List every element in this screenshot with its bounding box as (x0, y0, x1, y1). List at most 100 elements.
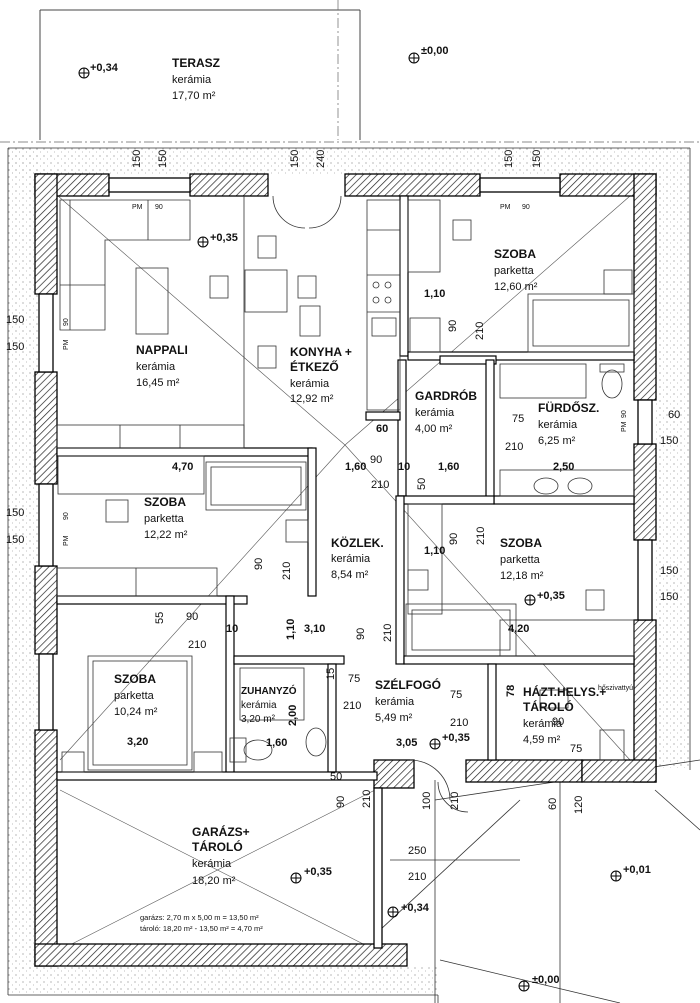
gravel-strip-north (8, 148, 658, 176)
room-name: FÜRDŐSZ. (538, 400, 599, 415)
room-name: GARÁZS+ (192, 824, 250, 839)
room-area: 5,49 m² (375, 712, 413, 724)
outer-walls (34, 173, 657, 967)
room-name: KONYHA + (290, 345, 352, 359)
dim: 150 (6, 341, 24, 353)
dim: 210 (343, 700, 361, 712)
dim: 4,70 (172, 461, 193, 473)
dim: 75 (570, 743, 582, 755)
level-marker: +0,35 (197, 232, 238, 248)
room-szoba-w: SZOBA parketta 12,22 m² (144, 495, 188, 541)
dim: 210 (505, 441, 523, 453)
room-material: kerámia (290, 378, 330, 390)
room-nappali: NAPPALI kerámia 16,45 m² (136, 343, 188, 389)
dim: 150 (660, 435, 678, 447)
dim: 210 (371, 479, 389, 491)
dim: 90 (448, 533, 460, 545)
room-szoba-ne: SZOBA parketta 12,60 m² (494, 247, 538, 293)
room-area: 8,54 m² (331, 569, 369, 581)
room-material: parketta (494, 265, 535, 277)
room-gardrob: GARDRÓB kerámia 4,00 m² (415, 388, 477, 435)
level-markers: +0,34 ±0,00 +0,35 +0,35 +0,35 +0,35 +0,0… (78, 45, 651, 992)
room-area: 12,60 m² (494, 281, 538, 293)
room-name: SZÉLFOGÓ (375, 677, 441, 692)
level-value: +0,34 (401, 902, 430, 914)
dim: 2,50 (553, 461, 574, 473)
room-name: HÁZT.HELYS.+ (523, 684, 606, 699)
room-material: parketta (500, 554, 541, 566)
dim: 50 (416, 478, 428, 490)
dim: 150 (157, 150, 169, 168)
dim: 210 (281, 562, 293, 580)
dim: 90 (253, 558, 265, 570)
room-szoba-sw: SZOBA parketta 10,24 m² (114, 672, 158, 718)
room-area: 18,20 m² (192, 875, 236, 887)
dim: 60 (547, 798, 559, 810)
dim: 75 (450, 689, 462, 701)
level-value: +0,35 (537, 590, 565, 602)
dim: PM (63, 339, 70, 350)
room-material: kerámia (136, 361, 176, 373)
dim: 150 (6, 314, 24, 326)
dim: 90 (522, 204, 530, 211)
room-name: NAPPALI (136, 343, 188, 357)
dim: 150 (531, 150, 543, 168)
level-value: +0,01 (623, 864, 651, 876)
dim: 90 (370, 454, 382, 466)
dim: 60 (376, 423, 388, 435)
room-area: 4,59 m² (523, 734, 561, 746)
room-name: SZOBA (114, 672, 156, 686)
dim: 10 (398, 461, 410, 473)
room-material: kerámia (375, 696, 415, 708)
dim: PM (132, 204, 143, 211)
dim: 4,20 (508, 623, 529, 635)
room-material: kerámia (172, 74, 212, 86)
dim: 150 (6, 507, 24, 519)
heat-pump-label: hőszivattyú (598, 685, 633, 692)
level-marker: +0,35 (290, 866, 332, 884)
dim: PM (621, 421, 628, 432)
room-area: 12,22 m² (144, 529, 188, 541)
level-marker: +0,34 (78, 62, 119, 79)
room-name: SZOBA (494, 247, 536, 261)
room-area: 12,18 m² (500, 570, 544, 582)
dim: 150 (289, 150, 301, 168)
dim: 150 (6, 534, 24, 546)
level-marker: +0,01 (610, 864, 651, 882)
room-terasz: TERASZ kerámia 17,70 m² (172, 56, 220, 102)
level-marker: +0,35 (429, 732, 470, 750)
gravel-strip-east (655, 148, 690, 768)
room-name-2: TÁROLÓ (192, 839, 243, 854)
dim: 90 (621, 410, 628, 418)
room-konyha: KONYHA + ÉTKEZŐ kerámia 12,92 m² (290, 345, 352, 405)
dim: 100 (421, 792, 433, 810)
dim: 210 (408, 871, 426, 883)
dim: 3,10 (304, 623, 325, 635)
dim: 90 (63, 512, 70, 520)
dim: 90 (335, 796, 347, 808)
level-value: +0,35 (210, 232, 238, 244)
room-name: SZOBA (500, 536, 542, 550)
dim: 210 (188, 639, 206, 651)
dim: 1,60 (345, 461, 366, 473)
room-material: kerámia (523, 718, 563, 730)
dim: PM (63, 535, 70, 546)
dimension-labels: 150 150 150 240 150 150 PM 90 PM 90 1,10… (6, 150, 680, 883)
room-material: parketta (144, 513, 185, 525)
dim: 3,05 (396, 737, 417, 749)
dim: 90 (155, 204, 163, 211)
dim: PM (500, 204, 511, 211)
level-value: +0,34 (90, 62, 119, 74)
room-material: kerámia (415, 407, 455, 419)
room-material: kerámia (241, 700, 277, 711)
dim: 1,60 (438, 461, 459, 473)
dim: 1,60 (266, 737, 287, 749)
room-name: SZOBA (144, 495, 186, 509)
level-marker: ±0,00 (408, 45, 448, 64)
dim: 210 (450, 717, 468, 729)
dim: 78 (505, 685, 517, 697)
room-szoba-e: SZOBA parketta 12,18 m² (500, 536, 544, 582)
dim: 1,10 (424, 545, 445, 557)
